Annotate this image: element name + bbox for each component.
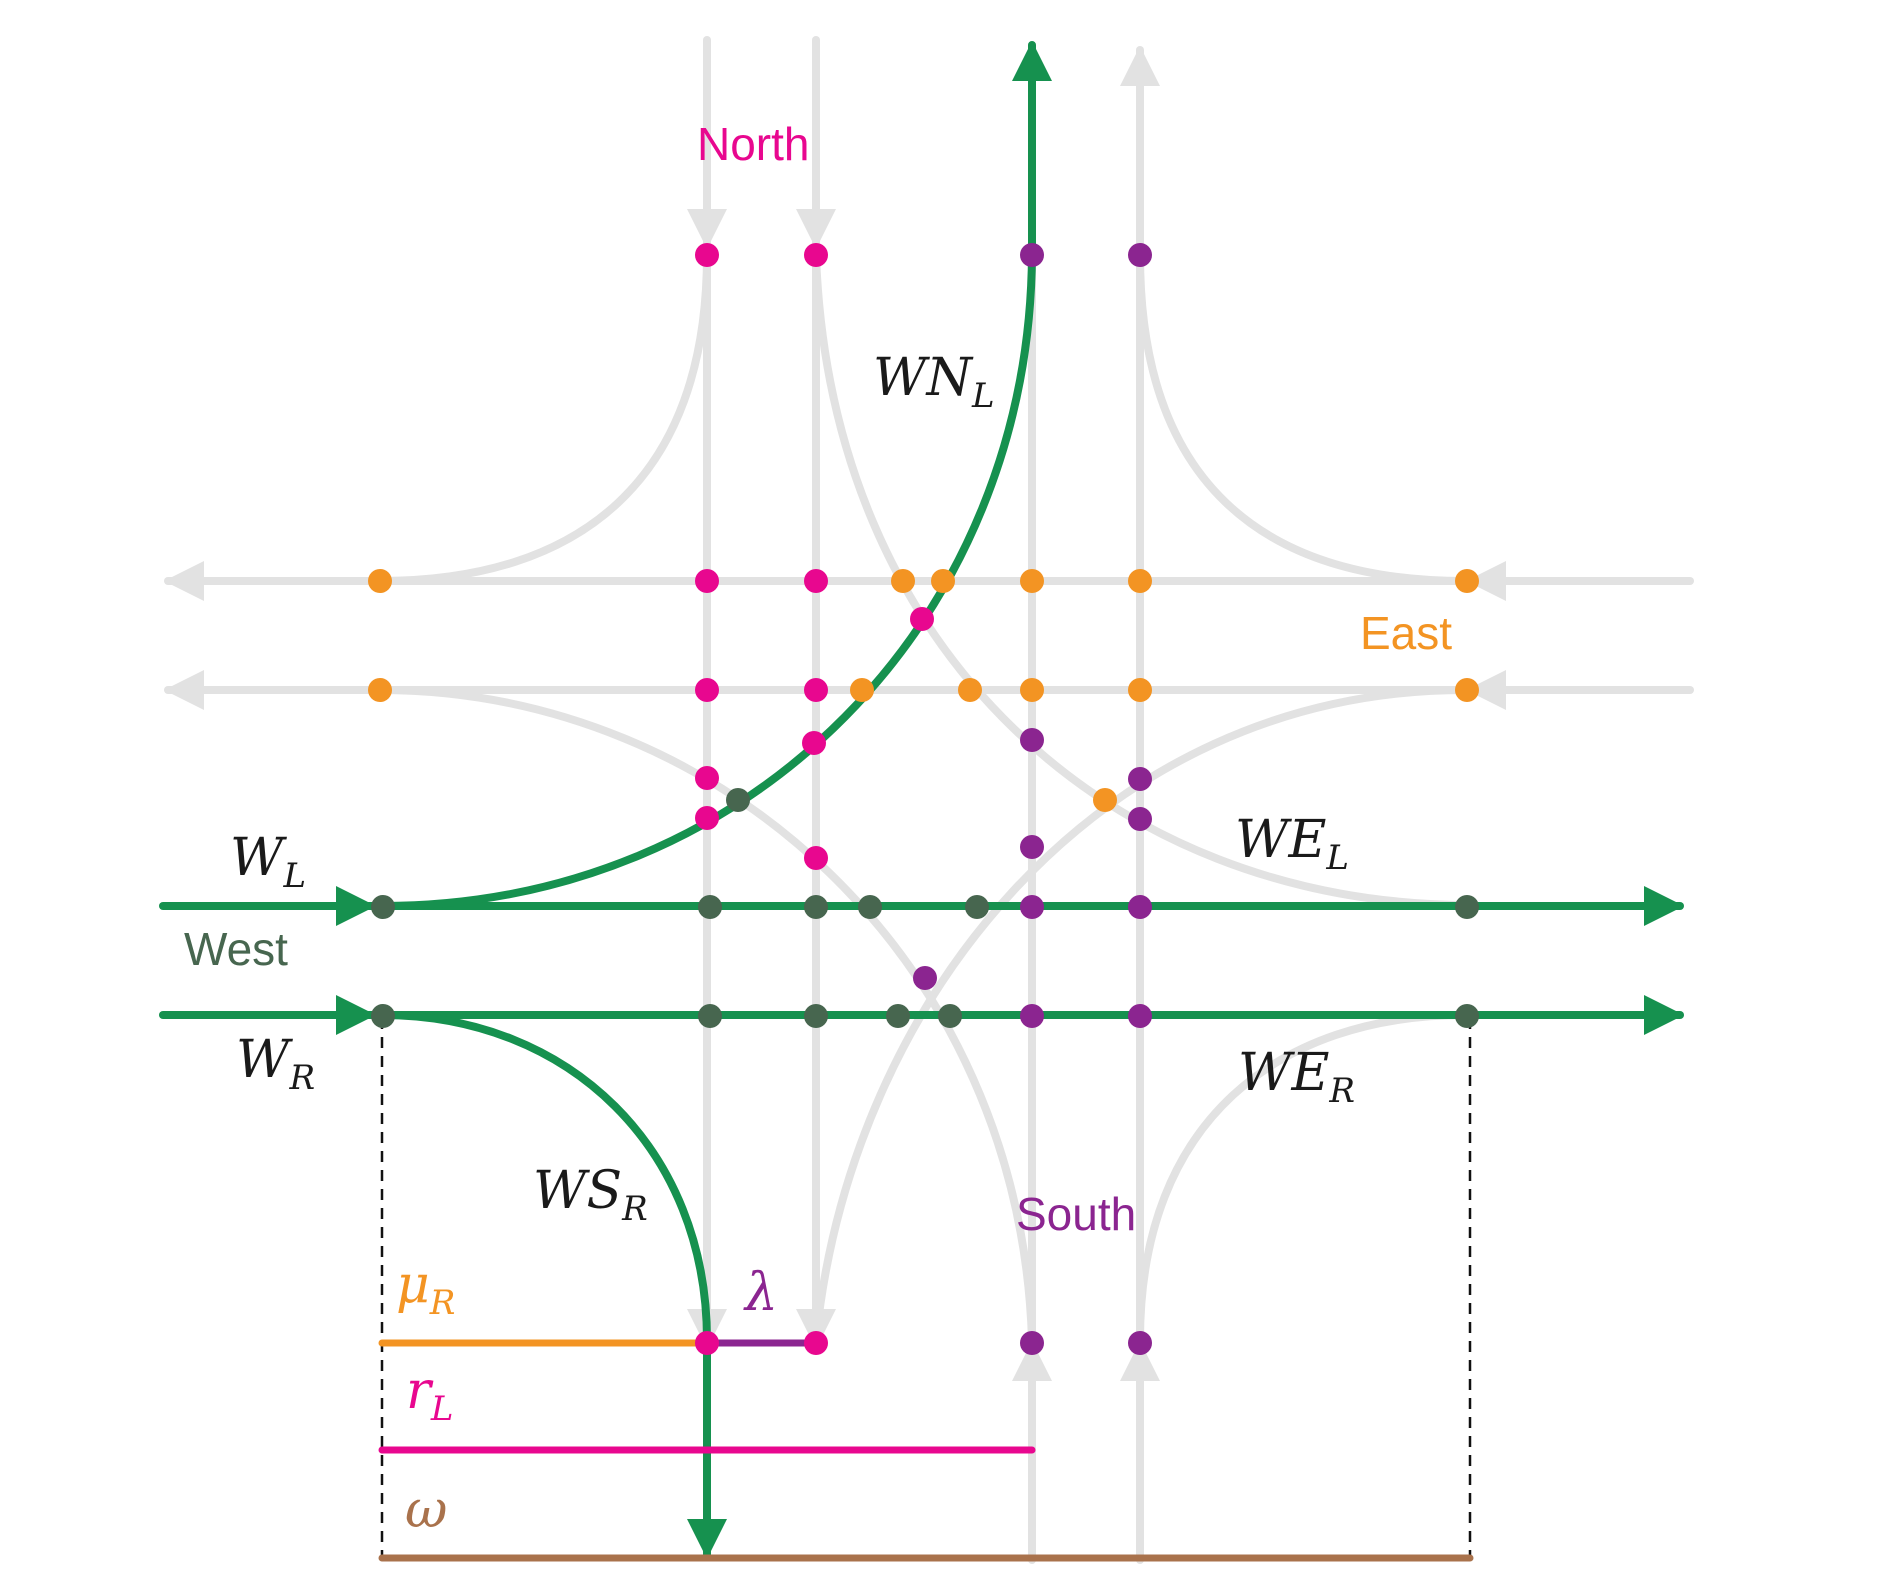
- east-point: [1093, 788, 1117, 812]
- measurement-lines: [378, 1339, 1474, 1562]
- south-point: [1020, 243, 1044, 267]
- lane-label-wn-l: WNL: [873, 348, 995, 416]
- north-point: [804, 569, 828, 593]
- south-point: [1128, 895, 1152, 919]
- east-label: East: [1360, 607, 1452, 659]
- east-point: [1455, 569, 1479, 593]
- wn-left-path: [378, 41, 1052, 910]
- lane-label-w-l: WL: [230, 828, 306, 896]
- south-point: [913, 966, 937, 990]
- north-left-turn: [812, 251, 1474, 909]
- north-point: [695, 569, 719, 593]
- east-point: [891, 569, 915, 593]
- measure-label-mu-r: μR: [396, 1255, 455, 1323]
- lane-label-we-r: WER: [1238, 1043, 1355, 1111]
- south-point: [1020, 1004, 1044, 1028]
- west-point: [371, 895, 395, 919]
- west-point: [858, 895, 882, 919]
- north-point: [804, 846, 828, 870]
- lane-label-ws-r: WSR: [533, 1161, 648, 1229]
- north-point: [695, 243, 719, 267]
- north-point: [695, 1331, 719, 1355]
- lane-label-we-l: WEL: [1235, 810, 1349, 878]
- west-vehicle-paths: [159, 41, 1684, 1559]
- background-roads: [164, 36, 1694, 1564]
- east-left-turn: [812, 686, 1469, 1344]
- north-point: [802, 731, 826, 755]
- west-point: [371, 1004, 395, 1028]
- west-point: [804, 895, 828, 919]
- east-point: [368, 569, 392, 593]
- north-point: [804, 678, 828, 702]
- measure-label-lambda: λ: [743, 1263, 778, 1323]
- east-point: [368, 678, 392, 702]
- south-right-turn: [1136, 1011, 1469, 1344]
- east-point: [850, 678, 874, 702]
- lane-label-w-r: WR: [236, 1030, 315, 1098]
- north-point: [695, 766, 719, 790]
- measure-label-omega: ω: [405, 1480, 447, 1540]
- ws-right-path: [378, 1011, 727, 1559]
- west-point: [938, 1004, 962, 1028]
- west-point: [698, 1004, 722, 1028]
- south-point: [1128, 807, 1152, 831]
- north-point: [804, 243, 828, 267]
- west-point: [1455, 895, 1479, 919]
- west-point: [886, 1004, 910, 1028]
- east-point: [1455, 678, 1479, 702]
- south-left-turn: [376, 686, 1036, 1344]
- north-label: North: [697, 118, 809, 170]
- conflict-points: [368, 243, 1479, 1355]
- south-point: [1128, 767, 1152, 791]
- east-point: [1020, 569, 1044, 593]
- south-point: [1128, 1004, 1152, 1028]
- south-point: [1020, 835, 1044, 859]
- north-point: [910, 607, 934, 631]
- west-point: [1455, 1004, 1479, 1028]
- north-point: [804, 1331, 828, 1355]
- north-point: [695, 678, 719, 702]
- north-right-turn: [376, 251, 711, 585]
- south-point: [1020, 728, 1044, 752]
- east-right-turn: [1136, 251, 1469, 585]
- west-label: West: [184, 923, 288, 975]
- south-point: [1020, 1331, 1044, 1355]
- north-point: [695, 806, 719, 830]
- dashed-guides: [380, 1018, 1472, 1557]
- south-point: [1020, 895, 1044, 919]
- east-point: [931, 569, 955, 593]
- measure-label-r-l: rL: [406, 1361, 453, 1429]
- west-point: [965, 895, 989, 919]
- west-point: [698, 895, 722, 919]
- west-point: [726, 788, 750, 812]
- west-point: [804, 1004, 828, 1028]
- east-point: [958, 678, 982, 702]
- south-point: [1128, 1331, 1152, 1355]
- east-point: [1020, 678, 1044, 702]
- east-point: [1128, 678, 1152, 702]
- south-label: South: [1016, 1188, 1136, 1240]
- south-point: [1128, 243, 1152, 267]
- east-point: [1128, 569, 1152, 593]
